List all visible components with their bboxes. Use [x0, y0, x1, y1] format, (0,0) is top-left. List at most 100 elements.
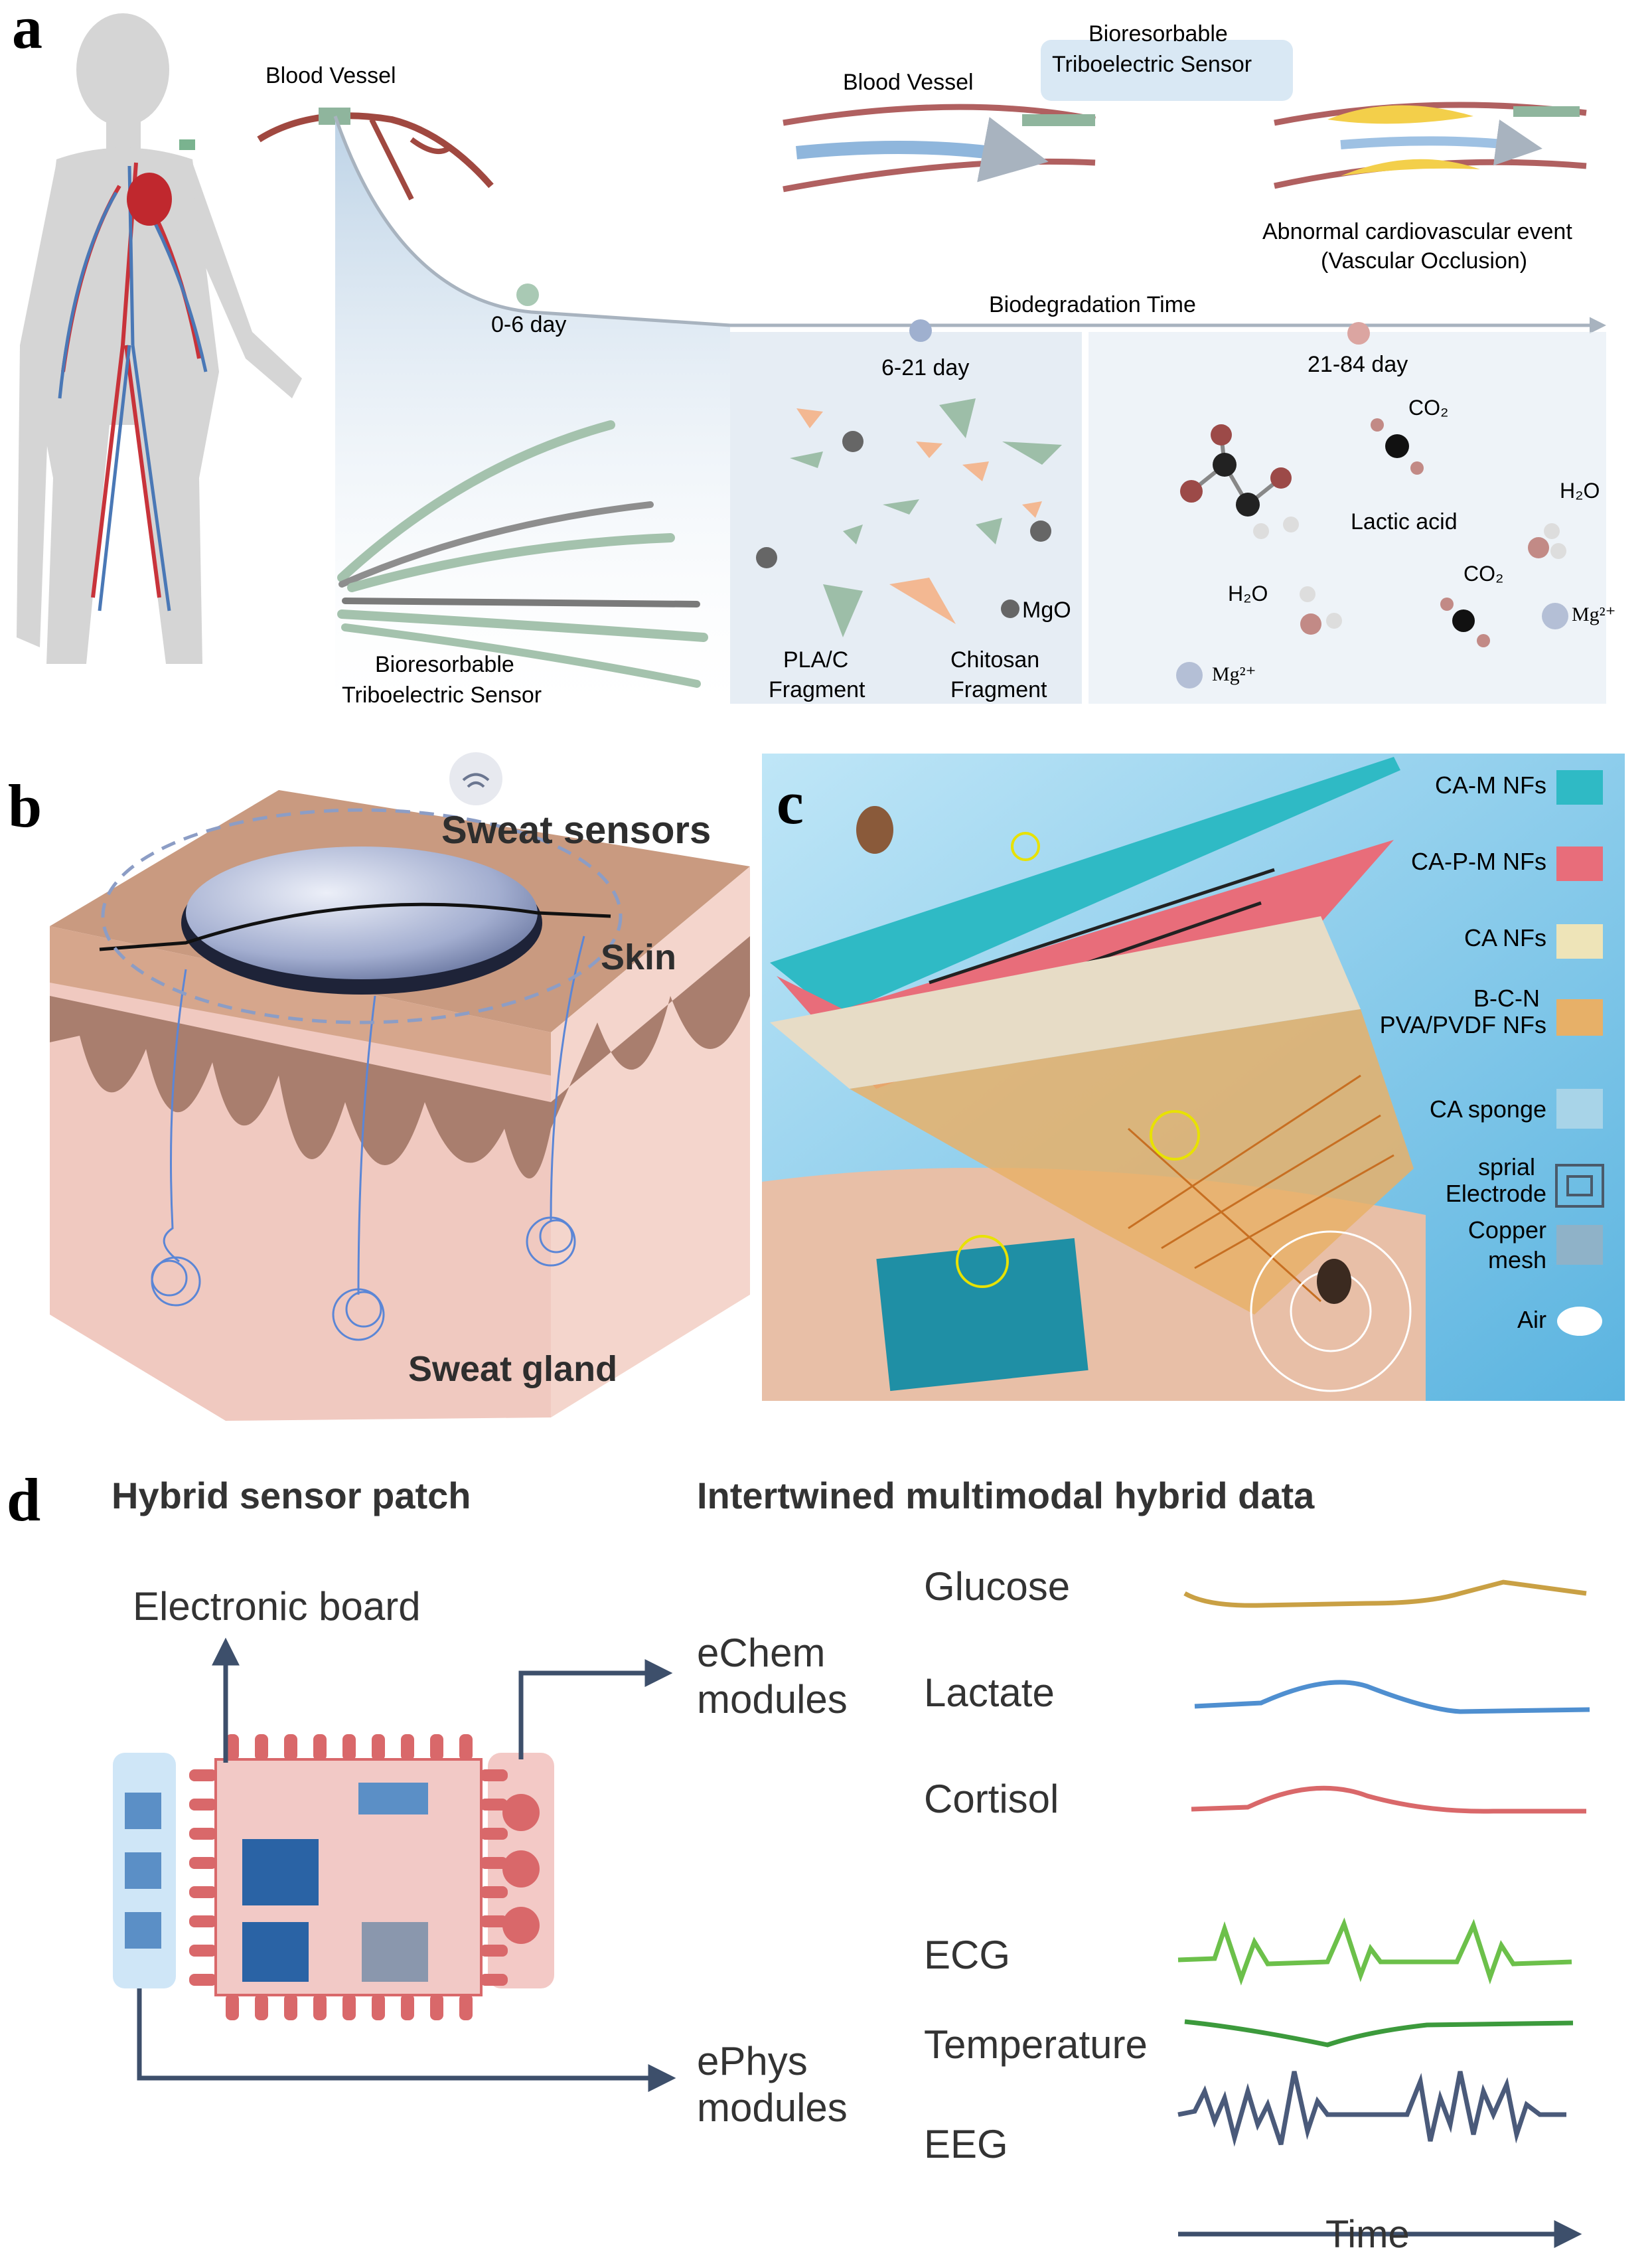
board-pin	[430, 1734, 443, 1761]
board-pin	[255, 1734, 268, 1761]
epidermis-layer	[50, 926, 551, 1076]
chitosan-fragment-line2: Fragment	[950, 677, 1047, 702]
mgo-particle-3	[1030, 521, 1051, 542]
panel-c: c CA-M NFs CA-P-M NFs CA NF	[762, 754, 1625, 1401]
board-pin	[401, 1994, 414, 2020]
board-pin	[480, 1828, 508, 1840]
nanofiber-mesh	[1127, 1074, 1394, 1303]
signal-label-cortisol: Cortisol	[924, 1777, 1059, 1821]
sensor-callout-line2: Triboelectric Sensor	[1052, 52, 1252, 77]
svg-text:mesh: mesh	[1488, 1246, 1546, 1273]
intact-sensor-strips	[337, 420, 708, 688]
legend-item-ca-m: CA-M NFs	[1435, 770, 1603, 805]
svg-text:Air: Air	[1517, 1306, 1546, 1333]
board-pin	[189, 1828, 217, 1840]
svg-text:PVA/PVDF NFs: PVA/PVDF NFs	[1380, 1011, 1546, 1038]
svg-text:CA-P-M NFs: CA-P-M NFs	[1411, 848, 1546, 875]
wearable-patch	[876, 1238, 1089, 1392]
eeg-trace	[1177, 2071, 1566, 2147]
board-pin	[342, 1994, 356, 2020]
signal-label-temperature: Temperature	[924, 2022, 1148, 2067]
svg-text:Copper: Copper	[1468, 1216, 1546, 1244]
timeline-label: Biodegradation Time	[989, 292, 1196, 317]
board-pin	[189, 1857, 217, 1869]
legend-item-spiral-electrode: sprial Electrode	[1446, 1153, 1604, 1208]
board-pin	[480, 1974, 508, 1986]
legend-item-air: Air	[1517, 1306, 1602, 1336]
cloud-icon	[1557, 1307, 1602, 1336]
spider-icon	[1317, 1259, 1351, 1304]
board-pin	[284, 1994, 297, 2020]
arrow-echem	[518, 1659, 673, 1759]
chitosan-fragments	[796, 408, 1042, 624]
h2o-label-1: H₂O	[1560, 479, 1600, 503]
mg-ion-label-2: Mg²⁺	[1212, 663, 1256, 685]
board-pin	[284, 1734, 297, 1761]
board-pin	[342, 1734, 356, 1761]
signal-label-lactate: Lactate	[924, 1670, 1055, 1715]
panel-b: b Sweat sensors Skin Sweat gland	[8, 752, 750, 1421]
glucose-trace	[1183, 1579, 1587, 1608]
board-pins	[189, 1734, 508, 2020]
svg-text:Electrode: Electrode	[1446, 1180, 1546, 1207]
legend-swatch	[1556, 770, 1603, 805]
component-chip-1	[358, 1783, 428, 1814]
pla-fragment-line2: Fragment	[769, 677, 865, 702]
lactic-acid-label: Lactic acid	[1351, 509, 1458, 534]
legend-item-ca: CA NFs	[1464, 924, 1603, 959]
degradation-curve	[333, 116, 731, 327]
wireless-icon	[449, 752, 502, 805]
board-pin	[189, 1945, 217, 1957]
mg-ion-label-1: Mg²⁺	[1572, 604, 1616, 625]
heart-icon	[127, 173, 172, 226]
board-pin	[189, 1886, 217, 1898]
sensor-callout-line1: Bioresorbable	[1089, 21, 1228, 46]
degradation-curve-fill	[335, 116, 730, 704]
echem-label-line2: modules	[697, 1677, 848, 1722]
spider-web	[1250, 1230, 1412, 1392]
board-pin	[480, 1857, 508, 1869]
abnormal-event-line1: Abnormal cardiovascular event	[1262, 219, 1572, 244]
legend-swatch	[1556, 846, 1603, 881]
stage2-label: 6-21 day	[881, 355, 969, 380]
panel-c-letter: c	[777, 769, 804, 837]
wireless-field	[101, 808, 623, 1024]
abnormal-event-line2: (Vascular Occlusion)	[1321, 248, 1527, 274]
stage2-panel	[730, 332, 1082, 704]
ant-icon	[856, 806, 893, 854]
board-pin	[459, 1734, 473, 1761]
board-pin	[226, 1994, 239, 2020]
blood-vessel-right-label: Blood Vessel	[843, 70, 974, 95]
time-axis-label: Time	[1325, 2213, 1410, 2253]
svg-text:CA NFs: CA NFs	[1464, 924, 1546, 951]
stage1-marker	[516, 283, 539, 306]
co2-molecule-2	[1440, 598, 1490, 647]
mg-ion-1	[1542, 603, 1568, 629]
stage2-marker	[909, 319, 932, 342]
board-pin	[313, 1994, 327, 2020]
layer-ca-m	[770, 757, 1400, 1016]
dermis-layer	[50, 936, 750, 1178]
component-ic	[242, 1839, 319, 1905]
sensor-wire	[99, 902, 611, 951]
panel-d: d Hybrid sensor patch Intertwined multim…	[7, 1466, 1590, 2256]
legend-swatch	[1556, 924, 1603, 959]
board-pin	[459, 1994, 473, 2020]
stage3-marker	[1347, 322, 1370, 345]
board-pin	[226, 1734, 239, 1761]
board-pin	[255, 1994, 268, 2020]
blood-vessel-left-label: Blood Vessel	[265, 63, 396, 88]
mgo-legend-dot	[1001, 600, 1019, 618]
panel-a-letter: a	[12, 0, 42, 61]
skin-label: Skin	[601, 937, 676, 977]
legend-item-copper-mesh: Copper mesh	[1468, 1216, 1603, 1273]
panel-a: a Blood Vessel Biodegradation Time	[12, 0, 1616, 708]
panel-b-letter: b	[8, 772, 42, 840]
sensor-label-line1: Bioresorbable	[375, 652, 514, 677]
board-pin	[189, 1915, 217, 1927]
ephys-label-line1: ePhys	[697, 2039, 808, 2083]
sensor-label-line2: Triboelectric Sensor	[342, 683, 542, 708]
vessel-with-sensor: Blood Vessel Bioresorbable Triboelectric…	[783, 21, 1293, 193]
sensor-callout	[1041, 40, 1293, 101]
board-pin	[189, 1769, 217, 1781]
